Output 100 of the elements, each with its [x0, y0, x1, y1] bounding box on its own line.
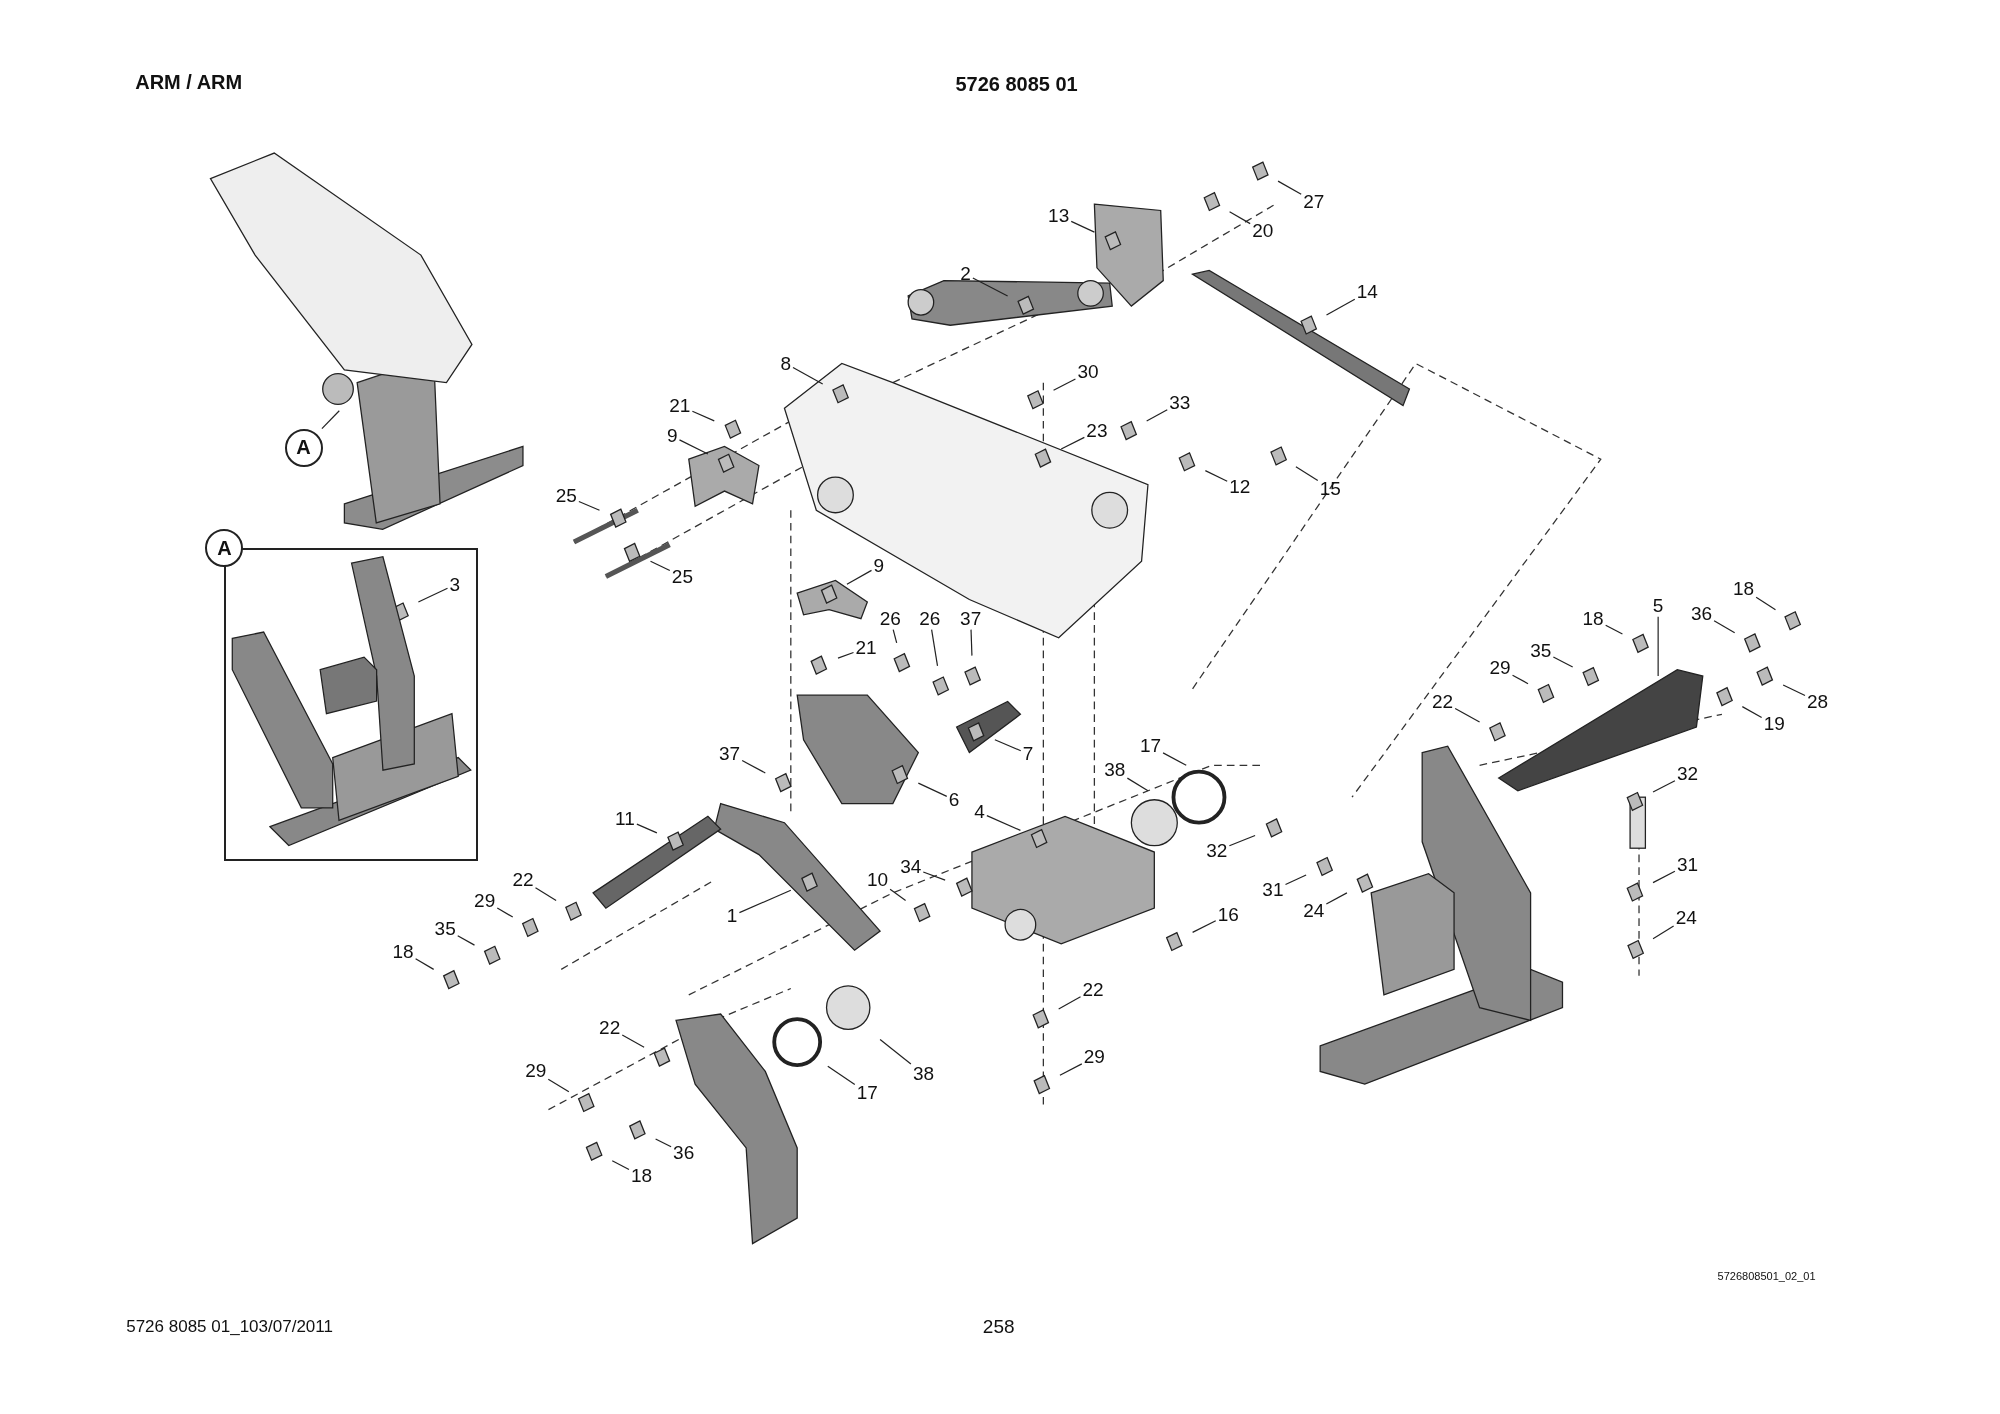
- callout-number: 14: [1354, 281, 1380, 304]
- callout-number: 22: [1430, 690, 1456, 713]
- callout-number: 35: [1528, 639, 1554, 662]
- callout-number: 21: [853, 636, 879, 659]
- callout-number: 31: [1674, 853, 1701, 876]
- leader-line: [1204, 470, 1228, 482]
- callout-number: 23: [1084, 420, 1110, 443]
- callout-number: 15: [1317, 477, 1343, 500]
- leader-line: [1070, 220, 1095, 233]
- leader-line: [691, 410, 715, 422]
- leader-line: [457, 935, 476, 946]
- leader-line: [1277, 180, 1302, 195]
- leader-line: [417, 587, 449, 603]
- leader-line: [1782, 684, 1806, 697]
- leader-line: [846, 569, 873, 585]
- callout-number: 10: [864, 869, 891, 892]
- leader-line: [534, 887, 557, 902]
- leader-line: [827, 1065, 856, 1086]
- callout-number: 32: [1204, 839, 1230, 862]
- leader-line: [1228, 834, 1256, 847]
- callout-number: 24: [1301, 899, 1327, 922]
- callout-number: 37: [717, 742, 743, 765]
- leader-line: [889, 888, 907, 902]
- callout-number: 29: [1081, 1046, 1107, 1069]
- callout-number: 24: [1673, 907, 1699, 930]
- leader-line: [1741, 706, 1763, 719]
- leader-line: [994, 739, 1022, 752]
- callout-number: 11: [613, 807, 637, 830]
- page-number: 258: [982, 1315, 1015, 1338]
- leader-line: [892, 629, 898, 644]
- callout-number: 18: [629, 1165, 655, 1187]
- callout-number: 35: [432, 917, 458, 940]
- leader-line: [1052, 378, 1077, 391]
- callout-number: 36: [1688, 602, 1715, 625]
- leader-line: [1652, 870, 1676, 884]
- callout-number: 27: [1301, 190, 1327, 213]
- leader-line: [1652, 780, 1676, 793]
- callout-number: 1: [724, 904, 740, 927]
- leader-line: [1552, 656, 1574, 668]
- callout-number: 8: [778, 352, 793, 375]
- leader-line: [1713, 620, 1736, 634]
- callout-number: 12: [1227, 476, 1253, 499]
- leader-line: [1192, 920, 1217, 933]
- drawing-title: ARM / ARM: [135, 71, 243, 95]
- leader-line: [917, 782, 948, 797]
- leader-line: [837, 651, 855, 659]
- leader-line: [1126, 777, 1149, 792]
- callout-number: 2: [958, 263, 973, 286]
- callout-number: 9: [871, 555, 887, 578]
- callout-number: 19: [1761, 713, 1787, 736]
- callout-number: 22: [510, 869, 536, 892]
- callout-number: 3: [447, 573, 463, 596]
- leader-line: [415, 958, 435, 970]
- leader-line: [792, 366, 824, 385]
- leader-line: [1325, 892, 1348, 905]
- leader-line: [1295, 466, 1319, 482]
- leader-line: [986, 815, 1021, 831]
- leader-line: [611, 1160, 630, 1171]
- leader-line: [636, 823, 658, 834]
- leader-line: [1652, 925, 1675, 940]
- callout-number: 16: [1215, 903, 1241, 926]
- leader-line: [1146, 409, 1168, 422]
- leader-line: [738, 889, 792, 914]
- callout-number: 37: [958, 607, 984, 630]
- leader-line: [1605, 624, 1624, 635]
- callout-number: 26: [917, 607, 943, 630]
- callout-number: 21: [667, 394, 693, 417]
- callout-number: 29: [523, 1060, 549, 1083]
- leader-line: [547, 1078, 570, 1093]
- callout-number: 6: [946, 788, 962, 811]
- callout-number: 4: [972, 801, 987, 824]
- callout-number: 25: [669, 565, 695, 588]
- callout-number: 34: [898, 856, 924, 879]
- callout-number: 30: [1075, 361, 1101, 384]
- leader-line: [972, 277, 1009, 297]
- leader-line: [931, 629, 939, 667]
- callout-number: 31: [1260, 879, 1286, 902]
- leader-line: [1284, 874, 1307, 886]
- callout-number: 17: [1137, 735, 1164, 758]
- leader-line: [655, 1138, 672, 1148]
- leader-line: [1229, 211, 1251, 225]
- view-callout-circle: A: [205, 529, 244, 568]
- leader-line: [1755, 596, 1777, 611]
- leader-line: [970, 629, 973, 657]
- leader-line: [1059, 1063, 1083, 1076]
- leader-line: [578, 500, 601, 511]
- callout-number: 9: [664, 425, 680, 448]
- callout-number: 32: [1674, 763, 1701, 786]
- leader-line: [1454, 707, 1481, 723]
- leader-line: [1511, 674, 1529, 685]
- callout-number: 20: [1250, 219, 1276, 242]
- leader-line: [1162, 752, 1187, 766]
- leader-line: [621, 1034, 645, 1048]
- callout-number: 18: [1731, 578, 1757, 601]
- callout-number: 22: [597, 1017, 623, 1040]
- leader-line: [741, 759, 766, 774]
- leader-line: [922, 871, 946, 881]
- callout-number: 7: [1020, 742, 1036, 765]
- drawing-number: 5726 8085 01: [955, 72, 1078, 96]
- leader-line: [1657, 616, 1659, 677]
